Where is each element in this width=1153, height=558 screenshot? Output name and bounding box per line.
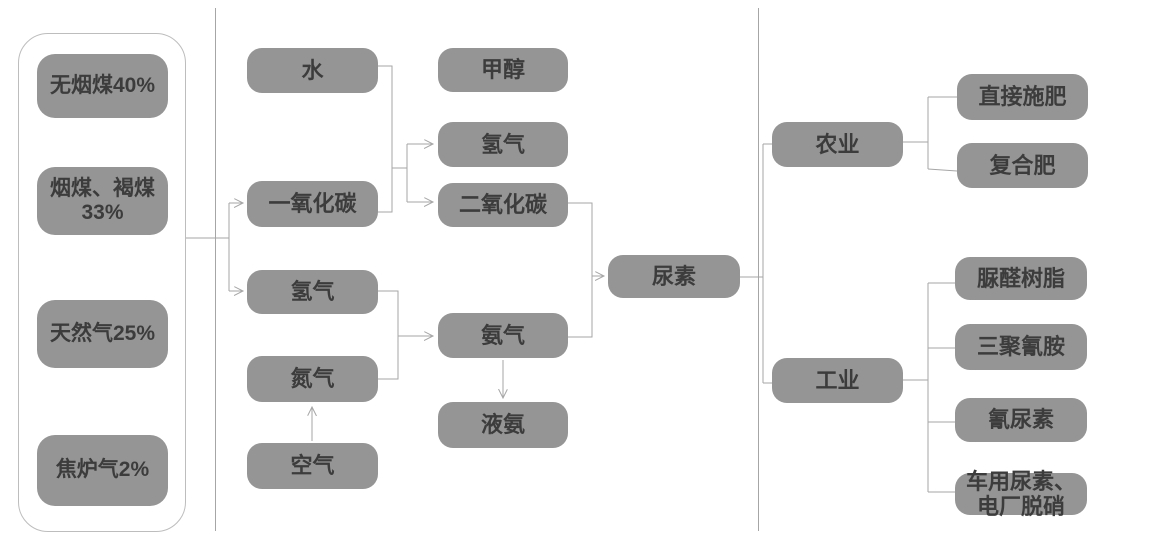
node-coke-oven-gas: 焦炉气2% xyxy=(37,435,168,506)
node-anthracite: 无烟煤40% xyxy=(37,54,168,118)
edge-co2-nh3-bracket xyxy=(568,202,593,338)
node-air: 空气 xyxy=(247,443,378,489)
node-vehicle-urea-denox: 车用尿素、 电厂脱硝 xyxy=(955,469,1087,519)
node-hydrogen-1: 氢气 xyxy=(247,270,378,314)
node-urea-formaldehyde-resin: 脲醛树脂 xyxy=(955,257,1087,300)
node-liquid-ammonia: 液氨 xyxy=(438,402,568,448)
node-industry: 工业 xyxy=(772,358,903,403)
node-nitrogen: 氮气 xyxy=(247,356,378,402)
edge-h2-n2-bracket xyxy=(378,290,399,380)
edge-water-co-bracket xyxy=(378,65,393,213)
node-direct-fertilization: 直接施肥 xyxy=(957,74,1088,120)
node-compound-fertilizer: 复合肥 xyxy=(957,143,1088,188)
divider-right xyxy=(758,8,759,531)
node-hydrogen-2: 氢气 xyxy=(438,122,568,167)
sources-container xyxy=(18,33,186,532)
node-water: 水 xyxy=(247,48,378,93)
edge-to-compound-fert xyxy=(927,168,958,172)
node-methanol: 甲醇 xyxy=(438,48,568,92)
node-carbon-monoxide: 一氧化碳 xyxy=(247,181,378,227)
node-urea: 尿素 xyxy=(608,255,740,298)
node-agriculture: 农业 xyxy=(772,122,903,167)
node-melamine: 三聚氰胺 xyxy=(955,324,1087,370)
node-ammonia: 氨气 xyxy=(438,313,568,358)
node-bituminous-lignite: 烟煤、褐煤 33% xyxy=(37,167,168,235)
node-carbon-dioxide: 二氧化碳 xyxy=(438,183,568,227)
node-cyanuric-urea: 氰尿素 xyxy=(955,398,1087,442)
node-natural-gas: 天然气25% xyxy=(37,300,168,368)
divider-left xyxy=(215,8,216,531)
